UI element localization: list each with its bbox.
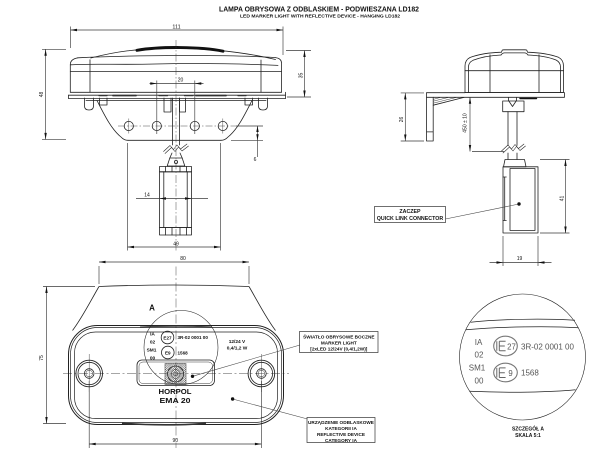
svg-text:KATEGORII IA: KATEGORII IA [325, 426, 357, 431]
svg-text:HORPOL: HORPOL [159, 387, 192, 396]
svg-text:ZACZEP: ZACZEP [399, 209, 421, 215]
svg-text:26: 26 [399, 117, 405, 123]
svg-text:90: 90 [173, 438, 179, 444]
svg-text:20: 20 [178, 78, 184, 84]
svg-text:0,4/1,2 W: 0,4/1,2 W [227, 346, 248, 352]
svg-text:EMA 20: EMA 20 [160, 396, 191, 405]
svg-text:SKALA 5:1: SKALA 5:1 [515, 433, 541, 439]
svg-text:19: 19 [517, 256, 523, 262]
svg-text:9: 9 [508, 369, 512, 378]
svg-text:12/24 V: 12/24 V [229, 339, 246, 345]
svg-text:3R-02 0001 00: 3R-02 0001 00 [178, 335, 209, 340]
svg-text:1568: 1568 [178, 351, 189, 356]
svg-text:SM1: SM1 [469, 364, 486, 373]
svg-text:E9: E9 [165, 350, 171, 355]
svg-text:LED MARKER LIGHT WITH REFLECTI: LED MARKER LIGHT WITH REFLECTIVE DEVICE … [240, 14, 400, 20]
svg-text:IA: IA [150, 332, 155, 338]
svg-text:6: 6 [254, 157, 257, 163]
svg-text:450 ± 10: 450 ± 10 [462, 113, 468, 133]
svg-text:3R-02 0001 00: 3R-02 0001 00 [521, 343, 574, 352]
svg-text:00: 00 [150, 356, 156, 362]
svg-text:00: 00 [475, 377, 484, 386]
svg-text:[2xLED 12/24V (0,4/1,2W)]: [2xLED 12/24V (0,4/1,2W)] [310, 347, 367, 352]
svg-text:IA: IA [475, 338, 483, 347]
svg-text:CATEGORY IA: CATEGORY IA [325, 438, 358, 443]
svg-text:SM1: SM1 [147, 348, 157, 354]
svg-text:48: 48 [39, 92, 45, 98]
svg-text:REFLECTIVE DEVICE: REFLECTIVE DEVICE [317, 432, 365, 437]
svg-text:02: 02 [150, 340, 156, 346]
svg-text:URZĄDZENIE ODBLASKOWE: URZĄDZENIE ODBLASKOWE [308, 420, 374, 425]
svg-text:LAMPA OBRYSOWA Z ODBLASKIEM -: LAMPA OBRYSOWA Z ODBLASKIEM - PODWIESZAN… [219, 4, 419, 13]
svg-text:111: 111 [172, 24, 180, 30]
svg-text:14: 14 [144, 193, 150, 199]
svg-text:QUICK LINK CONNECTOR: QUICK LINK CONNECTOR [377, 216, 444, 222]
svg-text:ŚWIATŁO OBRYSOWE BOCZNE: ŚWIATŁO OBRYSOWE BOCZNE [303, 334, 374, 340]
svg-text:75: 75 [39, 355, 45, 361]
svg-text:A: A [149, 304, 155, 313]
svg-text:02: 02 [475, 351, 484, 360]
svg-text:35: 35 [298, 73, 304, 79]
svg-text:41: 41 [559, 196, 565, 202]
svg-text:SZCZEGÓŁ A: SZCZEGÓŁ A [512, 425, 544, 433]
svg-text:1568: 1568 [521, 369, 539, 378]
svg-text:80: 80 [180, 256, 186, 262]
svg-text:49: 49 [173, 242, 179, 248]
svg-text:E27: E27 [163, 335, 172, 340]
svg-text:27: 27 [507, 342, 516, 351]
svg-text:MARKER LIGHT: MARKER LIGHT [321, 341, 357, 346]
